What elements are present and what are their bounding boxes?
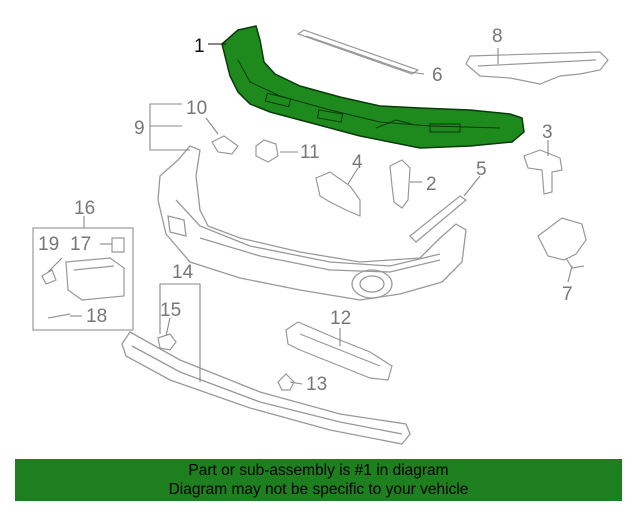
part-4-bracket[interactable] bbox=[316, 172, 360, 216]
callout-6: 6 bbox=[432, 65, 443, 86]
callout-17: 17 bbox=[70, 234, 91, 255]
part-1-impact-bar[interactable] bbox=[222, 26, 524, 148]
banner-line-1: Part or sub-assembly is #1 in diagram bbox=[15, 461, 622, 480]
callout-13: 13 bbox=[306, 374, 327, 395]
part-15-clip[interactable] bbox=[158, 334, 176, 350]
part-2-bracket[interactable] bbox=[390, 160, 410, 208]
info-banner: Part or sub-assembly is #1 in diagram Di… bbox=[15, 459, 622, 501]
callout-3: 3 bbox=[542, 122, 553, 143]
callout-16: 16 bbox=[74, 198, 95, 219]
callout-9: 9 bbox=[134, 118, 145, 139]
part-5-rod[interactable] bbox=[410, 196, 466, 242]
part-8-bracket[interactable] bbox=[466, 52, 608, 84]
callout-8: 8 bbox=[492, 26, 503, 47]
callout-19: 19 bbox=[38, 234, 59, 255]
callout-10: 10 bbox=[186, 98, 207, 119]
callout-11: 11 bbox=[300, 142, 320, 163]
callout-14: 14 bbox=[172, 262, 194, 283]
callout-15: 15 bbox=[160, 300, 181, 321]
part-12-deflector[interactable] bbox=[286, 322, 392, 380]
callout-18: 18 bbox=[86, 306, 107, 327]
banner-line-2: Diagram may not be specific to your vehi… bbox=[15, 480, 622, 499]
callout-4: 4 bbox=[352, 152, 363, 173]
callout-7: 7 bbox=[562, 284, 573, 305]
parts-diagram: 1 2 3 4 5 6 7 8 9 10 11 12 13 14 15 16 1… bbox=[0, 0, 640, 458]
callout-1: 1 bbox=[194, 36, 205, 57]
callout-12: 12 bbox=[330, 308, 351, 329]
part-6-strip[interactable] bbox=[298, 30, 418, 74]
part-3-bracket[interactable] bbox=[524, 150, 562, 194]
part-7-tow-hook[interactable] bbox=[538, 218, 586, 268]
callout-5: 5 bbox=[476, 159, 487, 180]
part-10-clip[interactable] bbox=[212, 136, 238, 154]
bumper-fascia[interactable] bbox=[158, 146, 466, 300]
part-11-clip[interactable] bbox=[256, 140, 278, 162]
callout-2: 2 bbox=[426, 174, 437, 195]
